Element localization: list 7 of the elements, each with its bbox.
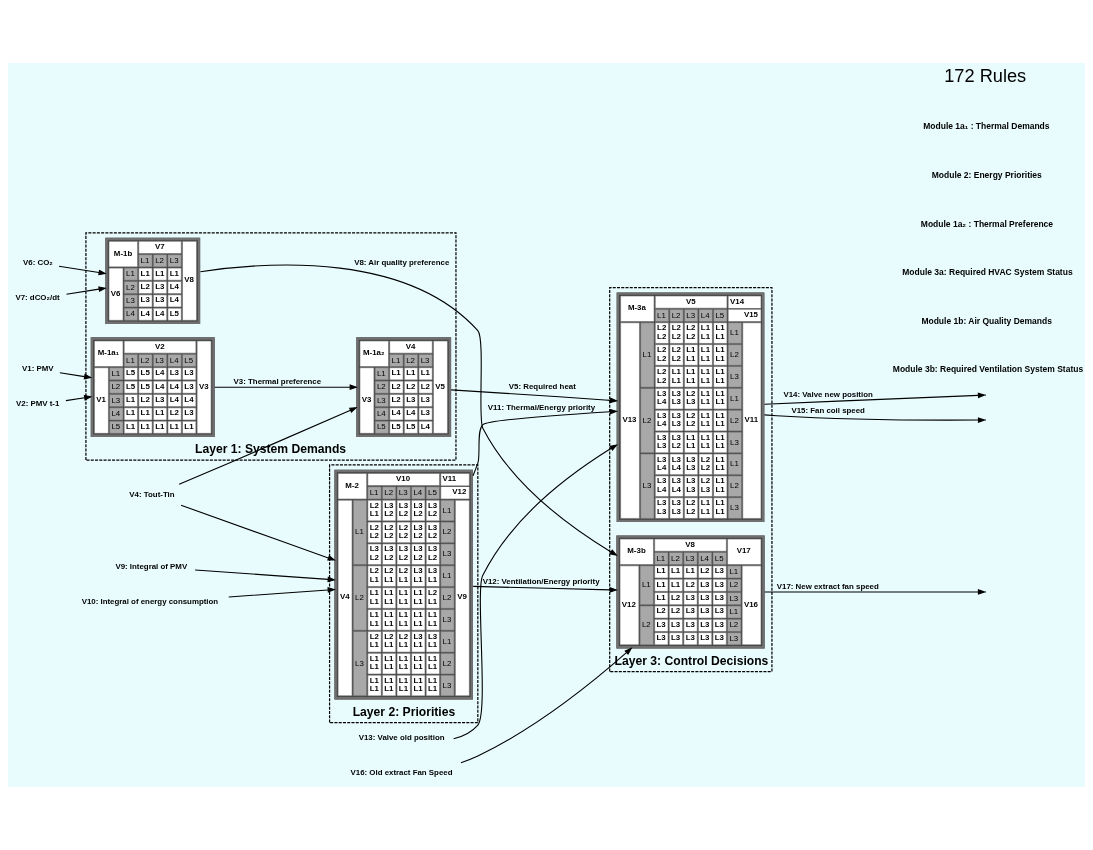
label: Module 1a₁ : Thermal Demands xyxy=(923,121,1050,132)
label: 172 Rules xyxy=(944,66,1027,87)
label: Module 3a: Required HVAC System Status xyxy=(902,267,1073,278)
label: Module 2: Energy Priorities xyxy=(931,169,1042,180)
label: Module 1a₂ : Thermal Preference xyxy=(920,218,1054,229)
label: Module 3b: Required Ventilation System Status xyxy=(892,364,1084,375)
label: Module 1b: Air Quality Demands xyxy=(921,315,1052,326)
